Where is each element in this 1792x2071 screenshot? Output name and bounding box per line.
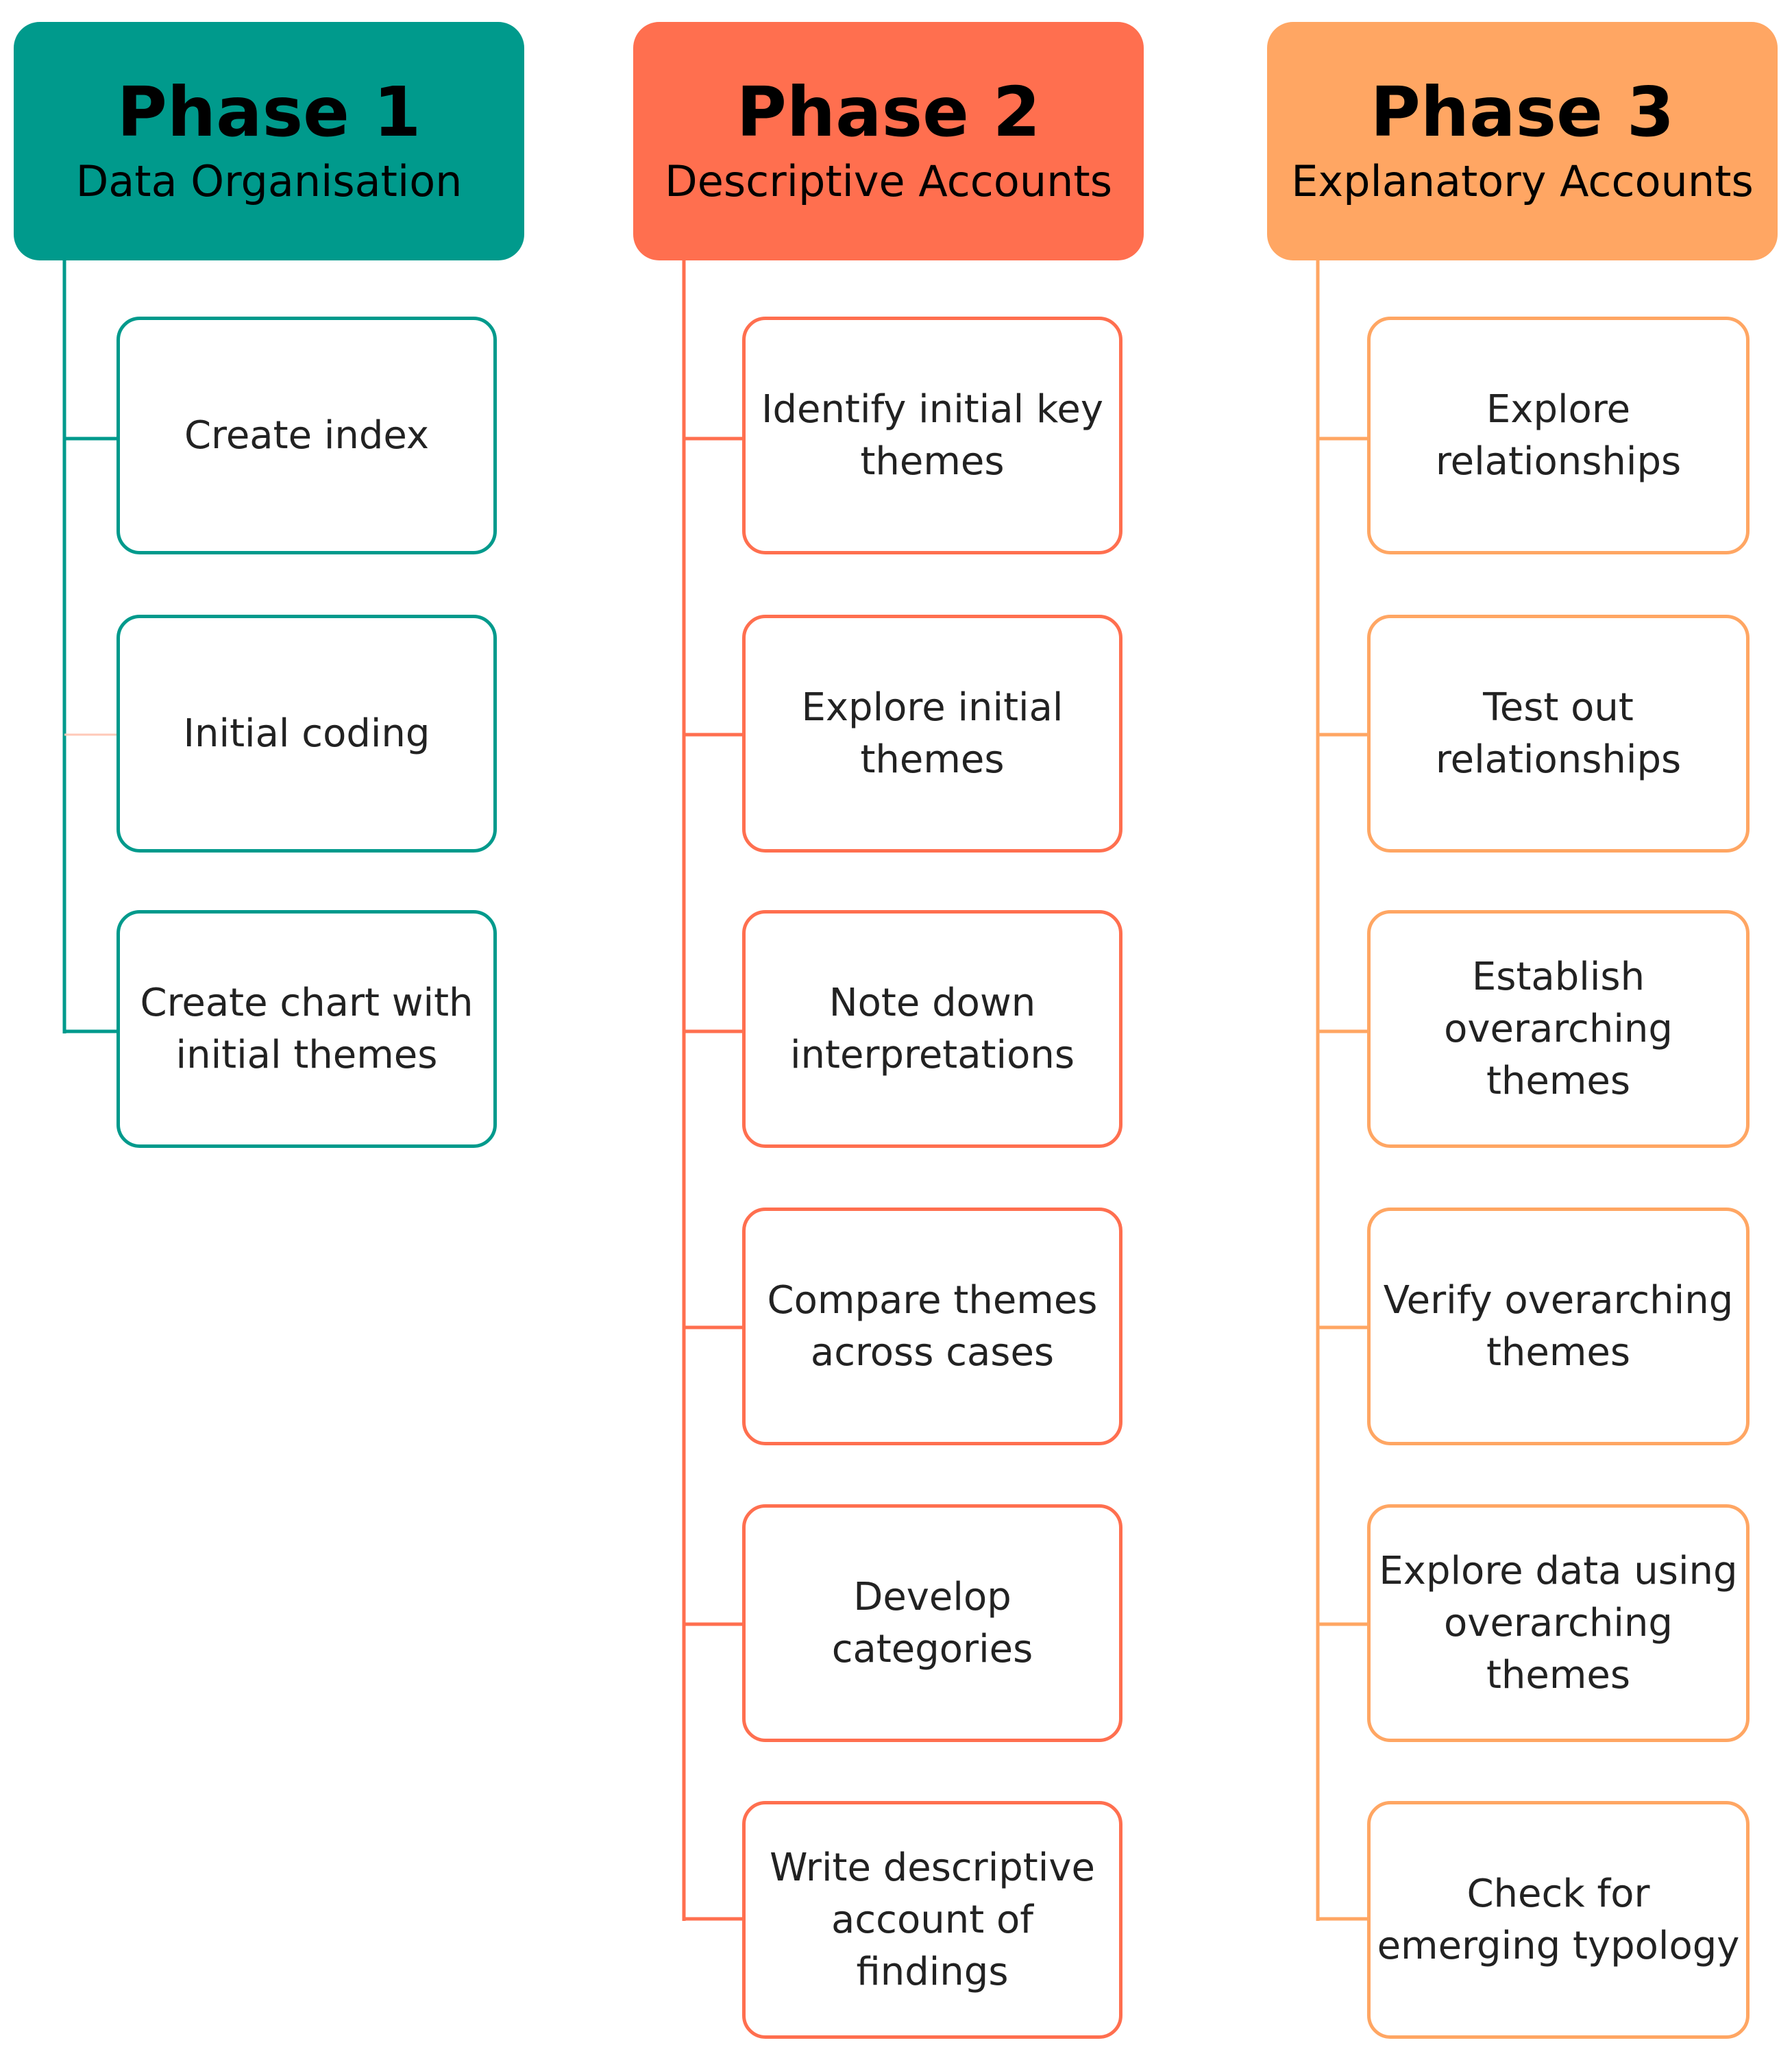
phase-1-title: Phase 1	[116, 72, 421, 152]
phase-2-step-6: Write descriptive account of findings	[742, 1801, 1122, 2039]
phase-2-step-6-label: Write descriptive account of findings	[770, 1845, 1095, 1994]
phase-2-subtitle: Descriptive Accounts	[664, 156, 1113, 206]
phase-1-subtitle: Data Organisation	[75, 156, 463, 206]
phase-2-step-5: Develop categories	[742, 1504, 1122, 1742]
phase-2-step-4-label: Compare themes across cases	[767, 1277, 1098, 1375]
phase-3-subtitle: Explanatory Accounts	[1291, 156, 1754, 206]
phase-2-step-4: Compare themes across cases	[742, 1208, 1122, 1445]
phase-2-step-5-label: Develop categories	[831, 1574, 1033, 1671]
phase-1-step-3-label: Create chart with initial themes	[140, 980, 474, 1077]
phase-1-step-3: Create chart with initial themes	[116, 910, 497, 1148]
phase-3-connectors	[1316, 260, 1367, 1921]
phase-3-step-5-label: Explore data using overarching themes	[1379, 1548, 1738, 1698]
phase-3-step-1: Explore relationships	[1367, 317, 1750, 554]
phase-2-header: Phase 2 Descriptive Accounts	[633, 22, 1144, 260]
phase-3-step-4: Verify overarching themes	[1367, 1208, 1750, 1445]
phase-2-step-3-label: Note down interpretations	[790, 980, 1075, 1077]
phase-1-step-1: Create index	[116, 317, 497, 554]
phase-3-step-2-label: Test out relationships	[1435, 685, 1682, 782]
phase-3-step-4-label: Verify overarching themes	[1383, 1277, 1734, 1375]
phase-1-step-2: Initial coding	[116, 615, 497, 853]
phase-2-title: Phase 2	[736, 72, 1041, 152]
phase-3-step-2: Test out relationships	[1367, 615, 1750, 853]
phase-1-connectors	[62, 260, 116, 1033]
phase-3-step-3-label: Establish overarching themes	[1444, 954, 1673, 1103]
phase-3-step-3: Establish overarching themes	[1367, 910, 1750, 1148]
phase-3-step-5: Explore data using overarching themes	[1367, 1504, 1750, 1742]
phase-3-step-1-label: Explore relationships	[1435, 387, 1682, 484]
phase-1-header: Phase 1 Data Organisation	[14, 22, 524, 260]
phase-2-step-2-label: Explore initial themes	[801, 685, 1064, 782]
phase-2-step-1: Identify initial key themes	[742, 317, 1122, 554]
phase-3-header: Phase 3 Explanatory Accounts	[1267, 22, 1778, 260]
phase-2-step-3: Note down interpretations	[742, 910, 1122, 1148]
phase-2-connectors	[682, 260, 742, 1921]
phase-1-step-1-label: Create index	[184, 413, 430, 458]
phase-2-step-2: Explore initial themes	[742, 615, 1122, 853]
phase-3-step-6-label: Check for emerging typology	[1377, 1871, 1740, 1968]
phase-3-step-6: Check for emerging typology	[1367, 1801, 1750, 2039]
phase-1-step-2-label: Initial coding	[183, 711, 430, 756]
phase-3-title: Phase 3	[1370, 72, 1675, 152]
phase-2-step-1-label: Identify initial key themes	[761, 387, 1104, 484]
